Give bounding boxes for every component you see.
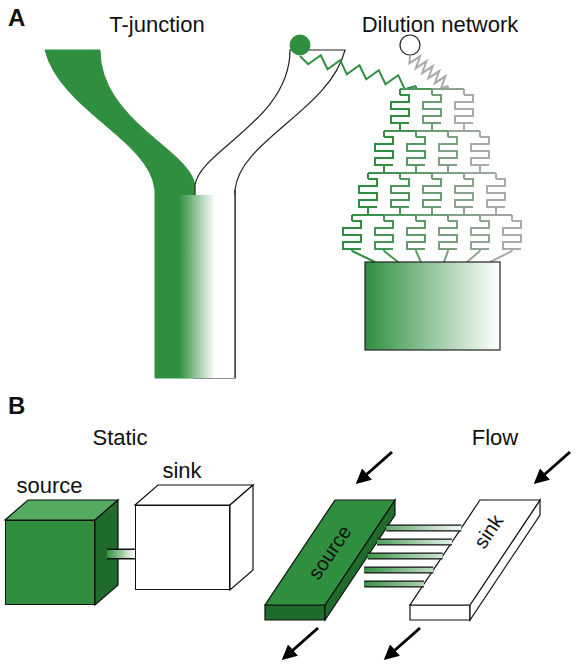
outlet-channel (444, 251, 448, 262)
outlet-channel (467, 251, 480, 262)
flow-arrow (358, 452, 392, 482)
serpentine (439, 221, 457, 251)
serpentine (407, 221, 425, 251)
node-label: sink (162, 458, 201, 483)
flow-arrow (536, 452, 570, 482)
distributor (432, 88, 464, 90)
sink-cube: sink (135, 505, 230, 590)
distributor (416, 214, 448, 216)
panel-letter: A (8, 4, 25, 32)
inlet-serpentine (300, 55, 416, 89)
source-slab-front (265, 605, 325, 620)
panel-title: Static (92, 425, 147, 450)
serpentine (471, 221, 489, 251)
serpentine (471, 137, 489, 167)
serpentine (455, 95, 473, 125)
channel-outline (107, 549, 135, 560)
distributor (448, 130, 480, 132)
distributor (432, 172, 464, 174)
distributor (416, 130, 448, 132)
distributor (448, 214, 480, 216)
channel-fill (107, 550, 135, 558)
channel-fill (386, 526, 461, 531)
channel-connector (364, 528, 461, 584)
gradient-chamber (365, 262, 500, 350)
serpentine (391, 179, 409, 209)
channel-outline (368, 553, 443, 560)
panel-letter: B (8, 392, 25, 420)
serpentine (375, 221, 393, 251)
serpentine (359, 179, 377, 209)
channel-fill (377, 540, 452, 545)
channel-outline (386, 525, 461, 532)
distributor (400, 88, 432, 90)
white-inlet (400, 35, 420, 55)
distributor (384, 130, 416, 132)
channel-outline (364, 567, 433, 574)
source-cube: source (5, 520, 95, 605)
sink-slab-front (410, 605, 470, 620)
serpentine (391, 95, 409, 125)
outlet-channel (416, 251, 421, 262)
mixing-channel (155, 195, 235, 378)
channel-connector (107, 554, 135, 555)
mixing-channel-outline (234, 190, 235, 378)
channel-fill (368, 554, 443, 559)
flow-arrow (284, 628, 318, 658)
serpentine (375, 137, 393, 167)
outlet-channel (352, 251, 375, 262)
serpentine (487, 179, 505, 209)
panel-title: T-junction (109, 12, 204, 37)
flow-arrow (386, 628, 420, 658)
distributor (384, 214, 416, 216)
channel-fill (364, 582, 424, 587)
panel-title: Dilution network (362, 12, 519, 37)
serpentine (503, 221, 521, 251)
serpentine (407, 137, 425, 167)
distributor (464, 172, 496, 174)
outlet-channel (384, 251, 398, 262)
serpentine (439, 137, 457, 167)
panel-title: Flow (472, 425, 518, 450)
green-inlet (290, 35, 310, 55)
serpentine-network (300, 55, 521, 262)
channel-outline (377, 539, 452, 546)
channel-outline (364, 581, 424, 588)
serpentine (423, 179, 441, 209)
outlet-channel (490, 251, 512, 262)
distributor (480, 214, 512, 216)
serpentine (455, 179, 473, 209)
inlet-serpentine (409, 56, 448, 88)
distributor (368, 172, 400, 174)
distributor (352, 214, 384, 216)
serpentine (423, 95, 441, 125)
channel-fill (364, 568, 433, 573)
serpentine (343, 221, 361, 251)
node-label: source (16, 473, 82, 498)
distributor (400, 172, 432, 174)
sink-cube-side (230, 485, 253, 590)
